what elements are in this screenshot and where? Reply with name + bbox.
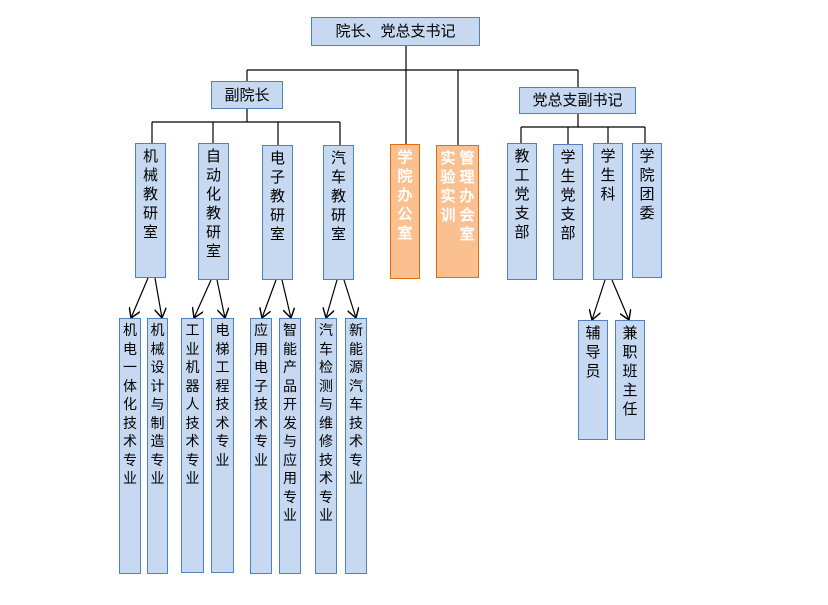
major-box: 机械设计与制造专业: [147, 318, 168, 574]
major-label: 机电一体化技术专业: [123, 323, 137, 487]
dept-label: 自动化教研室: [205, 147, 221, 260]
major-label: 电梯工程技术专业: [215, 323, 230, 469]
major-label: 汽车检测与维修技术专业: [319, 323, 333, 524]
arrow: [326, 279, 338, 318]
major-box: 机电一体化技术专业: [119, 318, 141, 574]
dept-label: 机械教研室: [142, 147, 158, 241]
arrow: [343, 279, 356, 318]
party-label: 学生科: [600, 147, 616, 203]
major-box: 智能产品开发与应用专业: [279, 318, 301, 574]
party-label: 学院团委: [639, 147, 655, 222]
dept-electronics: 电子教研室: [262, 145, 293, 280]
office-label-right: 管理办会室: [459, 149, 475, 243]
major-label: 机械设计与制造专业: [150, 323, 165, 487]
party-unit-youth-league: 学院团委: [632, 143, 662, 278]
child-label: 兼职班主任: [622, 324, 638, 418]
dept-label: 电子教研室: [269, 149, 285, 243]
dept-label: 汽车教研室: [330, 149, 346, 243]
counselor-box: 辅导员: [578, 320, 608, 440]
dept-automation: 自动化教研室: [198, 143, 229, 280]
office-label-left: 实验实训: [440, 149, 456, 224]
deputy-secretary-box: 党总支副书记: [519, 87, 636, 114]
major-label: 工业机器人技术专业: [185, 323, 200, 487]
arrow: [216, 279, 225, 318]
arrow: [262, 279, 277, 318]
major-label: 新能源汽车技术专业: [349, 323, 363, 487]
lab-office-box: 实验实训 管理办会室: [436, 145, 479, 278]
arrow: [611, 279, 629, 320]
dept-mechanical: 机械教研室: [135, 143, 166, 278]
major-label: 应用电子技术专业: [254, 323, 268, 469]
arrow: [131, 277, 149, 318]
arrow: [154, 277, 162, 318]
dept-automotive: 汽车教研室: [323, 145, 354, 280]
arrow: [281, 279, 291, 318]
top-leadership-box: 院长、党总支书记: [311, 17, 480, 46]
party-label: 教工党支部: [514, 147, 530, 241]
child-label: 辅导员: [585, 324, 601, 380]
arrow: [194, 279, 212, 318]
major-box: 新能源汽车技术专业: [345, 318, 367, 574]
major-box: 应用电子技术专业: [250, 318, 272, 574]
vice-president-box: 副院长: [211, 81, 283, 109]
major-box: 电梯工程技术专业: [211, 318, 234, 573]
major-label: 智能产品开发与应用专业: [283, 323, 297, 524]
major-box: 工业机器人技术专业: [181, 318, 204, 573]
college-office-box: 学院办公室: [390, 144, 420, 279]
part-time-advisor-box: 兼职班主任: [615, 320, 645, 440]
party-label: 学生党支部: [560, 148, 576, 242]
arrow: [592, 279, 606, 320]
party-unit-student-affairs: 学生科: [593, 143, 623, 280]
party-unit-student-branch: 学生党支部: [553, 144, 583, 280]
major-box: 汽车检测与维修技术专业: [315, 318, 337, 574]
office-label: 学院办公室: [397, 148, 413, 242]
party-unit-staff-branch: 教工党支部: [507, 143, 537, 280]
